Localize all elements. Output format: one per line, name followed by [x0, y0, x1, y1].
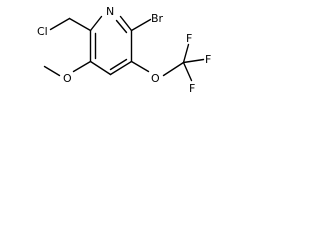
bond-c5-o-methoxy: [72, 60, 92, 73]
bond-cf3-f-right: [182, 58, 205, 64]
bond-c4-c5: [89, 60, 112, 76]
atom-o-methoxy: O: [63, 72, 72, 85]
bond-n-c2: [119, 15, 133, 32]
pyridine-ring: [89, 15, 133, 76]
bond-c2-n-inner: [115, 19, 128, 34]
atom-f-right: F: [205, 53, 211, 66]
atom-cl: Cl: [37, 25, 48, 38]
bond-cf3-f-top: [182, 43, 190, 64]
bond-c3-c4: [109, 60, 133, 76]
atom-labels: N Br Cl O O F F F: [37, 5, 211, 95]
atom-f-bottom: F: [189, 82, 195, 95]
bond-c2-br: [130, 18, 152, 32]
bond-o-cf3: [162, 61, 185, 77]
bond-c6-n: [89, 15, 103, 32]
atom-n: N: [106, 5, 114, 18]
bond-ch2-cl: [49, 17, 71, 31]
atom-f-top: F: [186, 32, 192, 45]
bond-cf3-f-bottom: [182, 61, 193, 82]
atom-o-trifluoromethoxy: O: [151, 72, 160, 85]
chemical-structure: N Br Cl O O F F F: [37, 5, 211, 95]
substituent-bonds: [43, 17, 205, 82]
bond-c6-ch2: [68, 17, 92, 32]
bond-c3-c4-inner: [109, 58, 128, 71]
atom-br: Br: [151, 12, 164, 25]
bond-o-ch3: [43, 65, 61, 77]
bond-c3-o-ocf3: [130, 60, 150, 73]
